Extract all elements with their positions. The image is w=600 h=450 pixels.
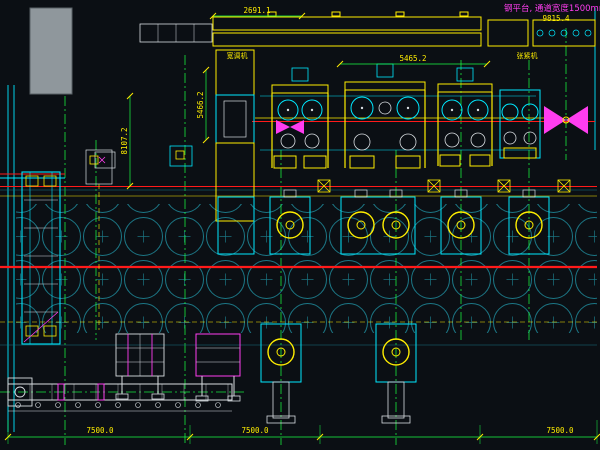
platform-note: 钢平台, 通道宽度1500mm bbox=[504, 3, 600, 14]
stand-2 bbox=[344, 63, 426, 169]
dim-left-outer: 8107.2 bbox=[120, 127, 129, 154]
left-elevator bbox=[21, 171, 61, 345]
machine-label-right: 张紧机 bbox=[517, 51, 538, 60]
roller-grid bbox=[16, 204, 597, 333]
dim-bottom-span-2: 7500.0 bbox=[241, 426, 269, 435]
bottom-unit-1 bbox=[260, 323, 302, 424]
bottom-tables bbox=[115, 333, 241, 402]
stand-1 bbox=[271, 67, 329, 169]
plan-unit-loop bbox=[217, 196, 255, 255]
plan-unit-1 bbox=[269, 189, 311, 255]
machine-label-left: 宽调机 bbox=[227, 51, 248, 60]
plan-unit-5 bbox=[508, 189, 550, 255]
section-lines bbox=[0, 117, 597, 346]
bottom-unit-2 bbox=[375, 323, 417, 424]
top-conveyor bbox=[139, 11, 596, 47]
line-valves bbox=[94, 145, 571, 193]
strip-arrow-icon bbox=[276, 120, 290, 134]
dim-mid-span: 5465.2 bbox=[399, 54, 426, 63]
dim-left: 8107.2 5466.2 bbox=[120, 66, 210, 190]
dim-top: 2691.1 5465.2 bbox=[209, 6, 491, 68]
gray-block bbox=[29, 7, 73, 95]
plan-machines bbox=[217, 189, 550, 255]
loop-tower bbox=[215, 49, 255, 222]
plan-unit-2-3 bbox=[340, 189, 416, 255]
left-frame bbox=[85, 149, 113, 330]
dim-left-inner: 5466.2 bbox=[196, 91, 205, 118]
table-1 bbox=[115, 333, 165, 400]
bottom-machines bbox=[260, 323, 417, 424]
dimensions: 7500.0 7500.0 7500.0 2691.1 5465.2 8107.… bbox=[4, 6, 600, 444]
mill-stands bbox=[260, 63, 588, 169]
table-2 bbox=[195, 333, 241, 402]
dim-top-span: 2691.1 bbox=[243, 6, 270, 15]
red-lines bbox=[0, 121, 597, 269]
annotations: 钢平台, 通道宽度1500mm 9815.4 宽调机 张紧机 bbox=[227, 3, 600, 60]
stand-3 bbox=[437, 67, 493, 167]
tensioner-bowtie bbox=[544, 106, 588, 134]
dim-bottom-span-3: 7500.0 bbox=[546, 426, 574, 435]
bottom-conveyor bbox=[7, 377, 233, 412]
centerlines bbox=[0, 28, 567, 445]
plan-unit-4 bbox=[440, 189, 482, 255]
strip-arrow-icon bbox=[290, 120, 304, 134]
platform-dim: 9815.4 bbox=[542, 14, 570, 23]
stand-4 bbox=[499, 89, 541, 159]
dim-bottom: 7500.0 7500.0 7500.0 bbox=[4, 420, 600, 444]
dim-bottom-span-1: 7500.0 bbox=[86, 426, 114, 435]
